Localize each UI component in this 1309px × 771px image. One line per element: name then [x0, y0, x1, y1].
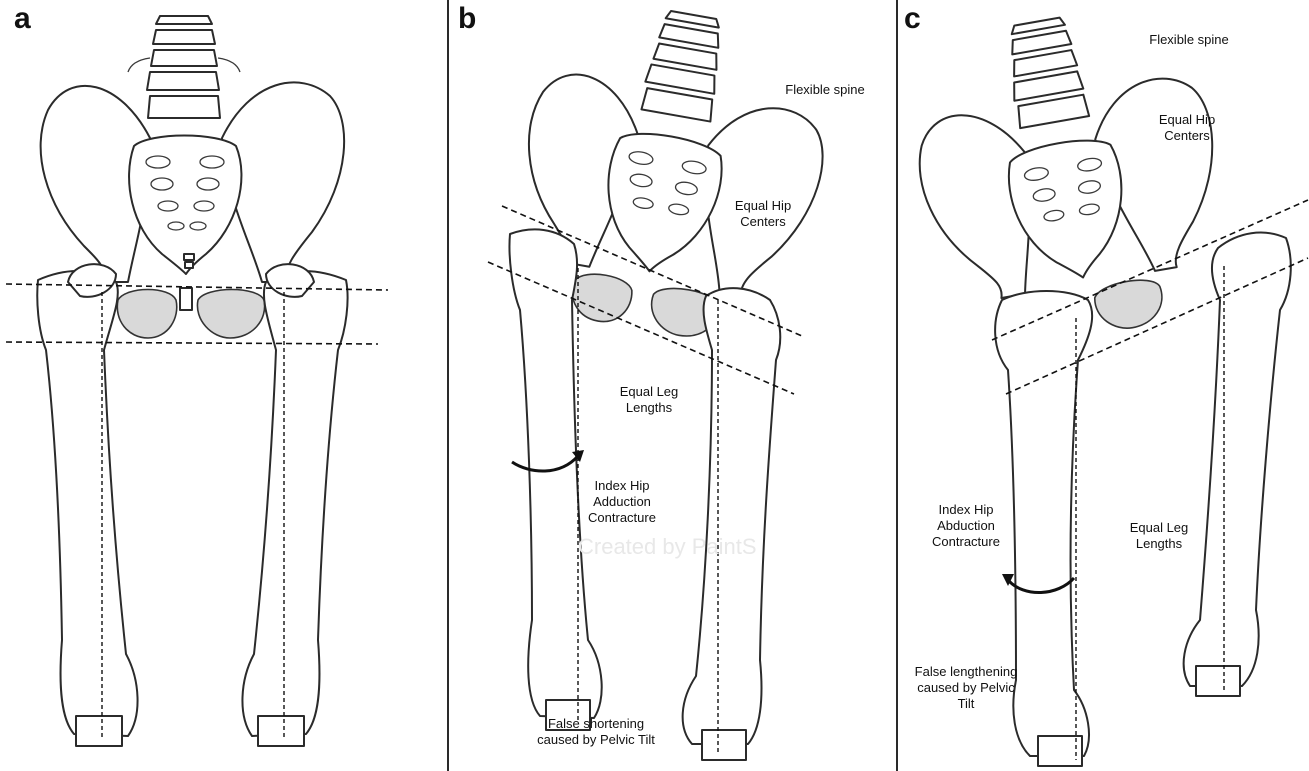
left-femur — [37, 271, 137, 736]
panel-b: b — [450, 0, 896, 771]
label-abduction-contracture: Index Hip Abduction Contracture — [918, 502, 1014, 550]
label-equal-leg-lengths: Equal Leg Lengths — [1124, 520, 1194, 552]
right-femur — [683, 288, 781, 744]
lumbar-spine — [128, 16, 240, 118]
label-equal-hip-centers: Equal Hip Centers — [1152, 112, 1222, 144]
label-false-shortening: False shortening caused by Pelvic Tilt — [530, 716, 662, 748]
right-femur — [242, 271, 347, 736]
label-flexible-spine: Flexible spine — [1124, 32, 1254, 48]
lumbar-spine — [1001, 16, 1089, 129]
panel-c: c — [898, 0, 1309, 771]
panel-c-skeleton — [898, 0, 1309, 771]
label-flexible-spine: Flexible spine — [760, 82, 890, 98]
left-obturator — [117, 290, 176, 339]
lumbar-spine — [640, 9, 728, 122]
panel-a-skeleton — [0, 0, 448, 771]
label-false-lengthening: False lengthening caused by Pelvic Tilt — [908, 664, 1024, 712]
right-obturator — [197, 290, 264, 339]
label-equal-hip-centers: Equal Hip Centers — [728, 198, 798, 230]
right-femur — [1184, 233, 1291, 686]
panel-a: a — [0, 0, 448, 771]
watermark: Created by PaintS — [578, 534, 757, 560]
label-equal-leg-lengths: Equal Leg Lengths — [614, 384, 684, 416]
label-adduction-contracture: Index Hip Adduction Contracture — [574, 478, 670, 526]
